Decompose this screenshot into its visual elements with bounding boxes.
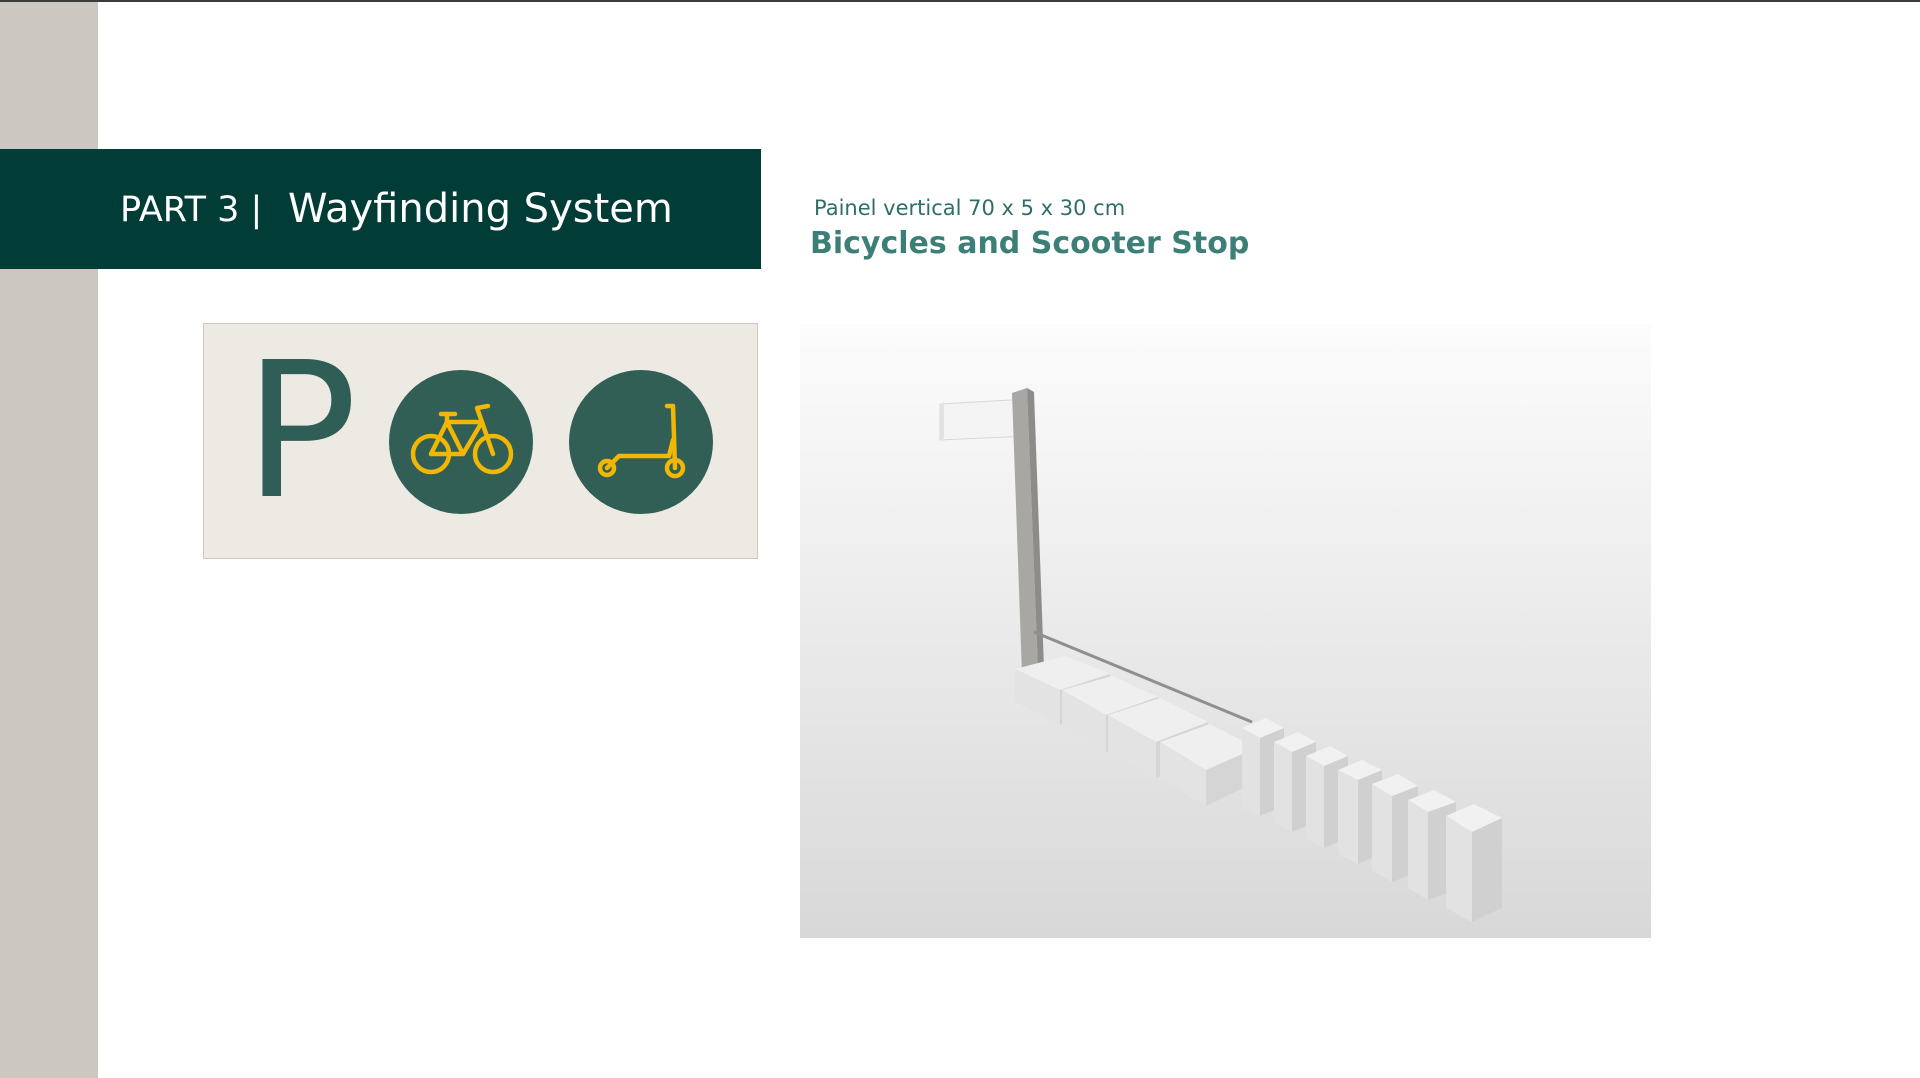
render-large-blocks (1015, 656, 1256, 806)
scooter-icon (569, 370, 713, 514)
parking-sign: P (203, 323, 758, 559)
parking-letter: P (244, 322, 358, 541)
section-title-bar: PART 3 | Wayfinding System (0, 149, 761, 269)
render-rail (1033, 630, 1253, 724)
render-post (1012, 388, 1038, 674)
part-label: PART 3 | (120, 190, 263, 230)
product-spec: Painel vertical 70 x 5 x 30 cm (814, 196, 1126, 220)
product-title: Bicycles and Scooter Stop (810, 226, 1250, 261)
render-pillars (1242, 718, 1502, 922)
stop-3d-render (800, 324, 1651, 938)
top-rule (0, 0, 1920, 2)
bicycle-icon (389, 370, 533, 514)
section-title: Wayfinding System (288, 186, 673, 232)
